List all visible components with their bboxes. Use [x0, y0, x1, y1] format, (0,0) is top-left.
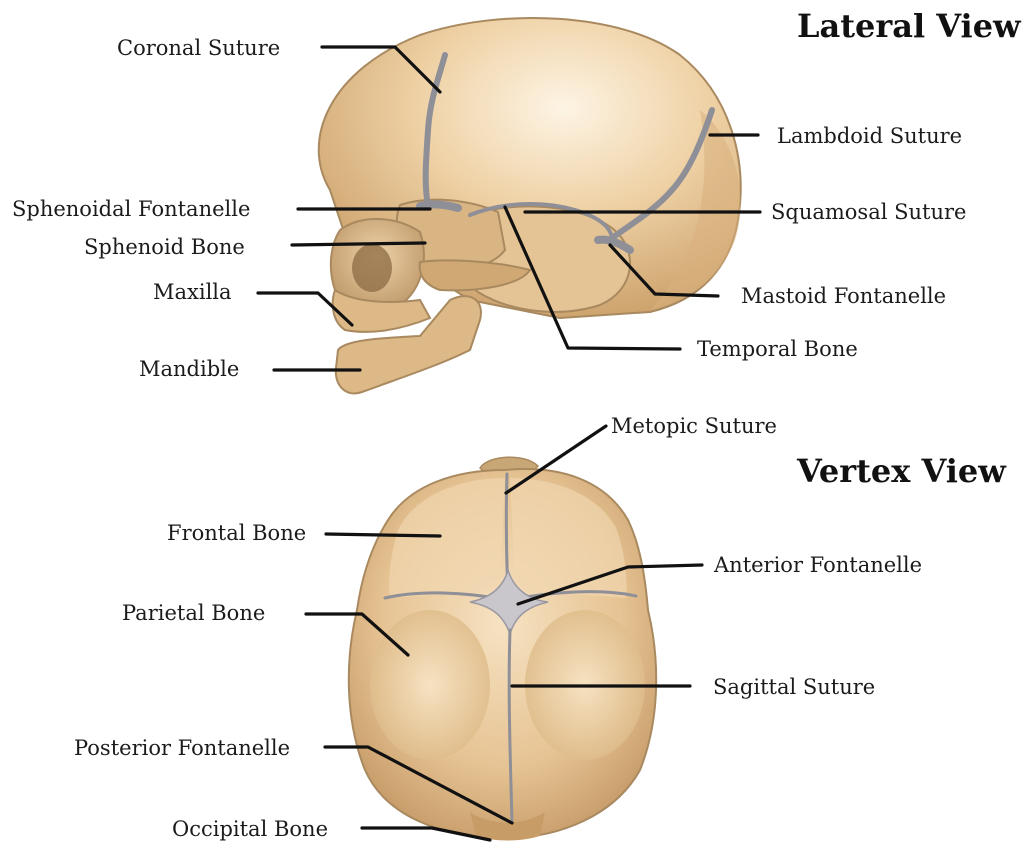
frontal-bone-left	[389, 478, 505, 598]
label-temporal-bone: Temporal Bone	[697, 337, 858, 361]
lateral-view-title: Lateral View	[797, 7, 1022, 45]
lateral-skull-illustration	[319, 18, 741, 394]
label-parietal-bone: Parietal Bone	[122, 601, 265, 625]
label-coronal-suture: Coronal Suture	[117, 36, 280, 60]
vertex-skull-illustration	[349, 457, 656, 840]
parietal-boss-left	[370, 610, 490, 760]
orbit-socket	[352, 244, 392, 292]
label-metopic-suture: Metopic Suture	[611, 414, 777, 438]
label-mandible: Mandible	[139, 357, 239, 381]
label-lambdoid-suture: Lambdoid Suture	[777, 124, 962, 148]
label-sphenoidal-fontanelle: Sphenoidal Fontanelle	[12, 197, 250, 221]
label-mastoid-fontanelle: Mastoid Fontanelle	[741, 284, 946, 308]
label-anterior-fontanelle: Anterior Fontanelle	[713, 553, 922, 577]
label-occipital-bone: Occipital Bone	[172, 817, 328, 841]
label-posterior-fontanelle: Posterior Fontanelle	[74, 736, 290, 760]
label-maxilla: Maxilla	[153, 280, 232, 304]
leader-sphenoid-bone	[292, 243, 425, 245]
label-squamosal-suture: Squamosal Suture	[771, 200, 966, 224]
label-sagittal-suture: Sagittal Suture	[713, 675, 875, 699]
leader-frontal-bone	[326, 534, 440, 536]
label-sphenoid-bone: Sphenoid Bone	[84, 235, 245, 259]
vertex-view-title: Vertex View	[796, 452, 1007, 490]
label-frontal-bone: Frontal Bone	[167, 521, 306, 545]
